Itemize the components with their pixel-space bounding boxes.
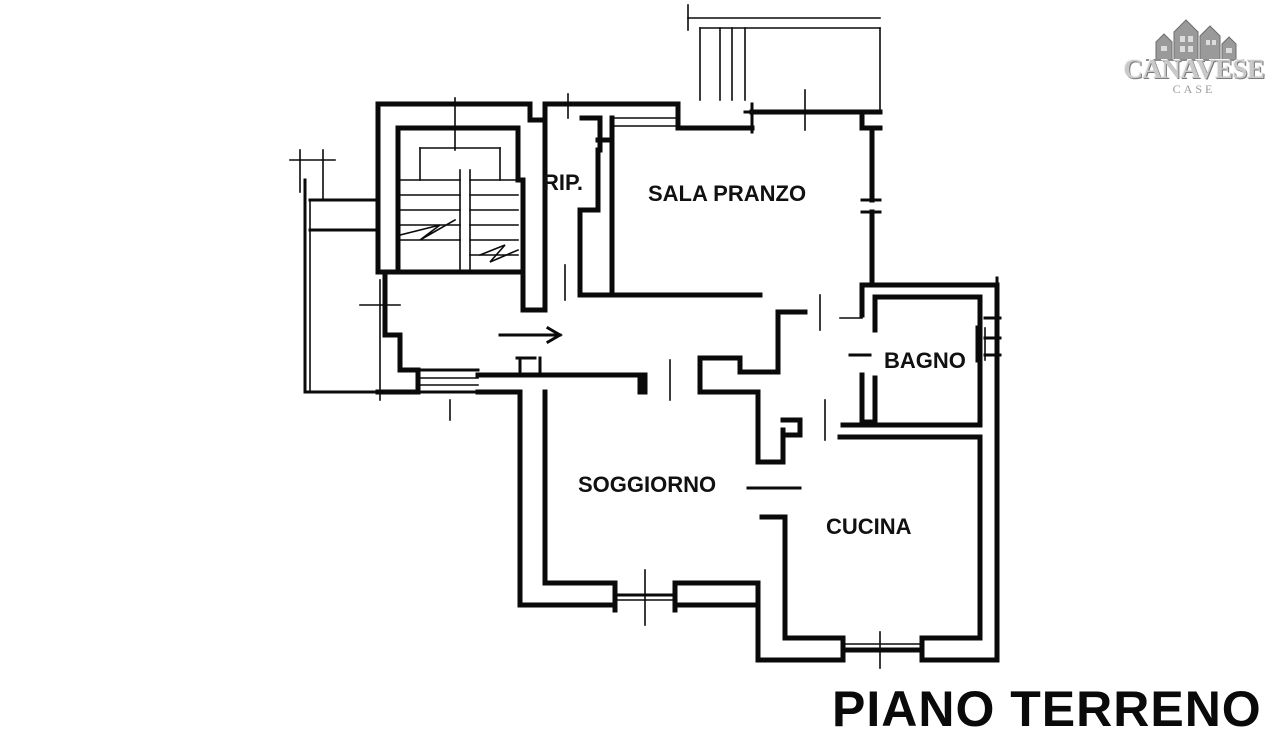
logo-name: CANAVESE — [1123, 54, 1265, 84]
room-label-cucina: CUCINA — [826, 514, 912, 539]
room-label-bagno: BAGNO — [884, 348, 966, 373]
houses-icon — [1146, 19, 1244, 61]
floor-title: PIANO TERRENO — [832, 681, 1262, 737]
room-label-rip: RIP. — [543, 170, 583, 195]
room-label-soggiorno: SOGGIORNO — [578, 472, 717, 497]
thin-lines — [289, 4, 986, 669]
logo-subtitle: CASE — [1172, 82, 1216, 96]
room-label-sala-pranzo: SALA PRANZO — [648, 181, 807, 206]
canavese-case-logo: CANAVESE CASE — [1118, 12, 1270, 98]
